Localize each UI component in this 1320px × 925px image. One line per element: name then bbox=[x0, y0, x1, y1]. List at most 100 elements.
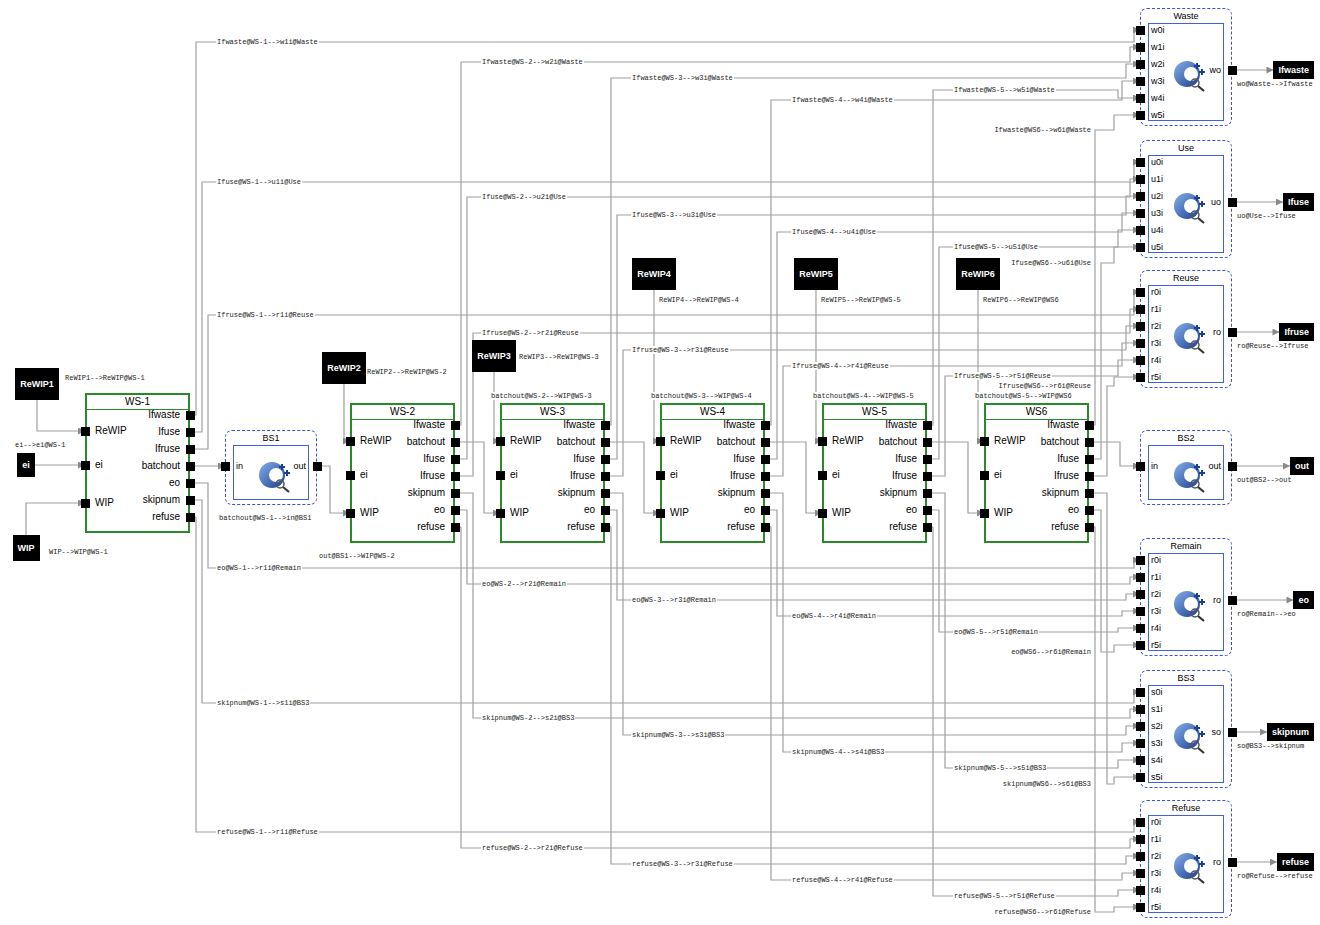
signal-wire bbox=[1232, 201, 1283, 202]
port-terminal bbox=[1136, 226, 1145, 235]
cpp-icon bbox=[1172, 320, 1206, 354]
port-terminal bbox=[761, 438, 770, 447]
wire-label: ReWIP5-->ReWIP@WS-5 bbox=[820, 296, 902, 304]
port-label: s2i bbox=[1151, 720, 1163, 732]
wire-label: eo@WS-4-->r4i@Remain bbox=[791, 612, 877, 620]
port-terminal bbox=[451, 523, 460, 532]
block-title: Reuse bbox=[1141, 272, 1231, 284]
connector-group bbox=[26, 30, 1293, 912]
signal-wire bbox=[1089, 377, 1140, 476]
signal-wire bbox=[1232, 465, 1290, 466]
port-terminal bbox=[81, 461, 90, 470]
port-terminal bbox=[313, 462, 322, 471]
port-label: ei bbox=[832, 469, 840, 481]
block-title: WS6 bbox=[986, 406, 1087, 418]
block-label: eo bbox=[1298, 591, 1309, 609]
port-label: refuse bbox=[417, 521, 445, 533]
port-terminal bbox=[761, 421, 770, 430]
port-label: s1i bbox=[1151, 703, 1163, 715]
cpp-block: Refuser0ir1ir2ir3ir4ir5iro bbox=[1140, 800, 1232, 918]
signal-wire bbox=[35, 464, 85, 465]
port-terminal bbox=[1136, 607, 1145, 616]
port-label: batchout bbox=[879, 436, 917, 448]
port-label: refuse bbox=[889, 521, 917, 533]
wire-label: Ifwaste@WS6-->w6i@Waste bbox=[993, 126, 1092, 134]
port-terminal bbox=[1136, 356, 1145, 365]
port-label: Ifuse bbox=[423, 453, 445, 465]
port-label: r0i bbox=[1151, 816, 1161, 828]
port-label: w0i bbox=[1151, 24, 1165, 36]
port-label: refuse bbox=[567, 521, 595, 533]
signal-wire bbox=[1232, 69, 1273, 70]
wire-label: WIP-->WIP@WS-1 bbox=[48, 548, 109, 556]
wire-label: ReWIP3-->ReWIP@WS-3 bbox=[518, 353, 600, 361]
port-terminal bbox=[1228, 596, 1237, 605]
block-label: ReWIP5 bbox=[799, 258, 833, 290]
port-label: r0i bbox=[1151, 286, 1161, 298]
port-label: Ifruse bbox=[730, 470, 755, 482]
cpp-block: Useu0iu1iu2iu3iu4iu5iuo bbox=[1140, 140, 1232, 258]
port-terminal bbox=[1228, 462, 1237, 471]
cpp-icon bbox=[1172, 850, 1206, 884]
wire-label: skipnum@WS-4-->s4i@BS3 bbox=[791, 748, 885, 756]
signal-wire bbox=[605, 442, 660, 513]
port-label: u0i bbox=[1151, 156, 1163, 168]
port-label: ei bbox=[994, 469, 1002, 481]
port-label: out bbox=[293, 460, 306, 472]
port-label: r1i bbox=[1151, 303, 1161, 315]
port-label: Ifuse bbox=[1057, 453, 1079, 465]
port-label: eo bbox=[169, 477, 180, 489]
wire-label: out@BS2-->out bbox=[1236, 476, 1293, 484]
signal-wire bbox=[190, 30, 1140, 415]
port-label: u4i bbox=[1151, 224, 1163, 236]
port-terminal bbox=[81, 427, 90, 436]
cpp-block: BS1inout bbox=[225, 430, 317, 505]
wire-label: eo@WS-5-->r5i@Remain bbox=[953, 628, 1039, 636]
signal-wire bbox=[1232, 861, 1277, 862]
port-terminal bbox=[601, 472, 610, 481]
source-block: ReWIP1 bbox=[15, 368, 59, 400]
block-label: skipnum bbox=[1272, 723, 1309, 741]
workstation-block: WS6ReWIPeiWIPIfwastebatchoutIfuseIfruses… bbox=[984, 403, 1089, 543]
port-terminal bbox=[818, 437, 827, 446]
output-block: refuse bbox=[1277, 853, 1314, 871]
signal-wire bbox=[190, 517, 1140, 832]
port-label: refuse bbox=[727, 521, 755, 533]
port-label: w4i bbox=[1151, 92, 1165, 104]
wire-label: eo@WS-2-->r2i@Remain bbox=[481, 580, 567, 588]
port-terminal bbox=[346, 509, 355, 518]
port-label: u5i bbox=[1151, 241, 1163, 253]
signal-wire bbox=[1232, 599, 1293, 600]
wire-label: Ifruse@WS-5-->r5i@Reuse bbox=[953, 372, 1052, 380]
port-label: u1i bbox=[1151, 173, 1163, 185]
signal-wire bbox=[765, 81, 1140, 425]
wire-label: skipnum@WS-3-->s3i@BS3 bbox=[631, 731, 725, 739]
port-terminal bbox=[1228, 198, 1237, 207]
port-terminal bbox=[1136, 722, 1145, 731]
port-label: Ifwaste bbox=[1047, 419, 1079, 431]
signal-wire bbox=[1089, 527, 1140, 912]
port-terminal bbox=[601, 523, 610, 532]
signal-wire bbox=[455, 442, 500, 513]
port-label: s4i bbox=[1151, 754, 1163, 766]
port-terminal bbox=[1136, 175, 1145, 184]
wire-label: eo@WS6-->r6i@Remain bbox=[1010, 648, 1092, 656]
port-terminal bbox=[656, 437, 665, 446]
port-terminal bbox=[1136, 852, 1145, 861]
port-terminal bbox=[1136, 773, 1145, 782]
signal-wire bbox=[605, 64, 1140, 425]
port-terminal bbox=[1228, 728, 1237, 737]
signal-wire bbox=[455, 179, 1140, 459]
port-label: skipnum bbox=[558, 487, 595, 499]
wire-label: Ifuse@WS-5-->u5i@Use bbox=[953, 243, 1039, 251]
port-label: so bbox=[1211, 726, 1221, 738]
port-terminal bbox=[346, 437, 355, 446]
workstation-block: WS-5ReWIPeiWIPIfwastebatchoutIfuseIfruse… bbox=[822, 403, 927, 543]
source-block: ReWIP4 bbox=[632, 258, 676, 290]
wire-label: Ifuse@WS-1-->u1i@Use bbox=[216, 178, 302, 186]
wire-label: refuse@WS-2-->r2i@Refuse bbox=[481, 844, 584, 852]
port-label: r4i bbox=[1151, 354, 1161, 366]
port-terminal bbox=[923, 421, 932, 430]
port-label: eo bbox=[744, 504, 755, 516]
port-label: refuse bbox=[1051, 521, 1079, 533]
